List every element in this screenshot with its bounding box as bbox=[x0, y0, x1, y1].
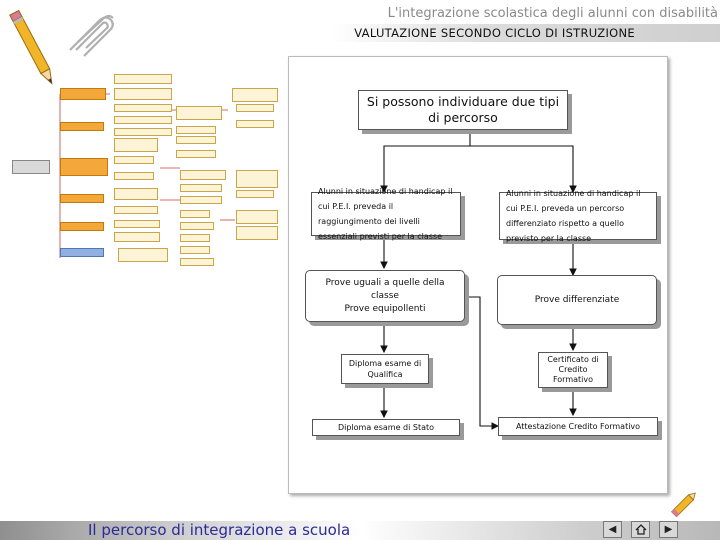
box-differentiated-tests: Prove differenziate bbox=[497, 275, 657, 325]
overview-map-thumbnail bbox=[10, 70, 282, 270]
footer-title: Il percorso di integrazione a scuola bbox=[88, 521, 351, 539]
box-credit-attestation: Attestazione Credito Formativo bbox=[498, 417, 658, 436]
box-two-paths: Si possono individuare due tipi di perco… bbox=[358, 90, 568, 130]
box-equal-tests: Prove uguali a quelle della classe Prove… bbox=[305, 270, 465, 322]
box-qualifica-diploma: Diploma esame di Qualifica bbox=[341, 354, 429, 384]
header-subtitle: VALUTAZIONE SECONDO CICLO DI ISTRUZIONE bbox=[354, 26, 635, 40]
header-title: L'integrazione scolastica degli alunni c… bbox=[387, 6, 718, 21]
home-icon[interactable] bbox=[631, 521, 650, 538]
box-state-diploma: Diploma esame di Stato bbox=[312, 419, 460, 436]
pencil-small-icon bbox=[670, 492, 696, 518]
box-case-levels: Alunni in situazione di handicap il cui … bbox=[311, 187, 461, 241]
footer-bar bbox=[0, 521, 720, 540]
arrow-left-icon[interactable]: ◀ bbox=[603, 521, 622, 538]
header-bar bbox=[330, 24, 720, 42]
box-credit-certificate: Certificato di Credito Formativo bbox=[538, 352, 608, 388]
pencil-icon bbox=[9, 9, 53, 85]
box-case-differentiated: Alunni in situazione di handicap il cui … bbox=[499, 189, 657, 243]
paperclip-icon bbox=[69, 14, 114, 57]
home-glyph bbox=[635, 524, 646, 535]
arrow-right-icon[interactable]: ▶ bbox=[659, 521, 678, 538]
